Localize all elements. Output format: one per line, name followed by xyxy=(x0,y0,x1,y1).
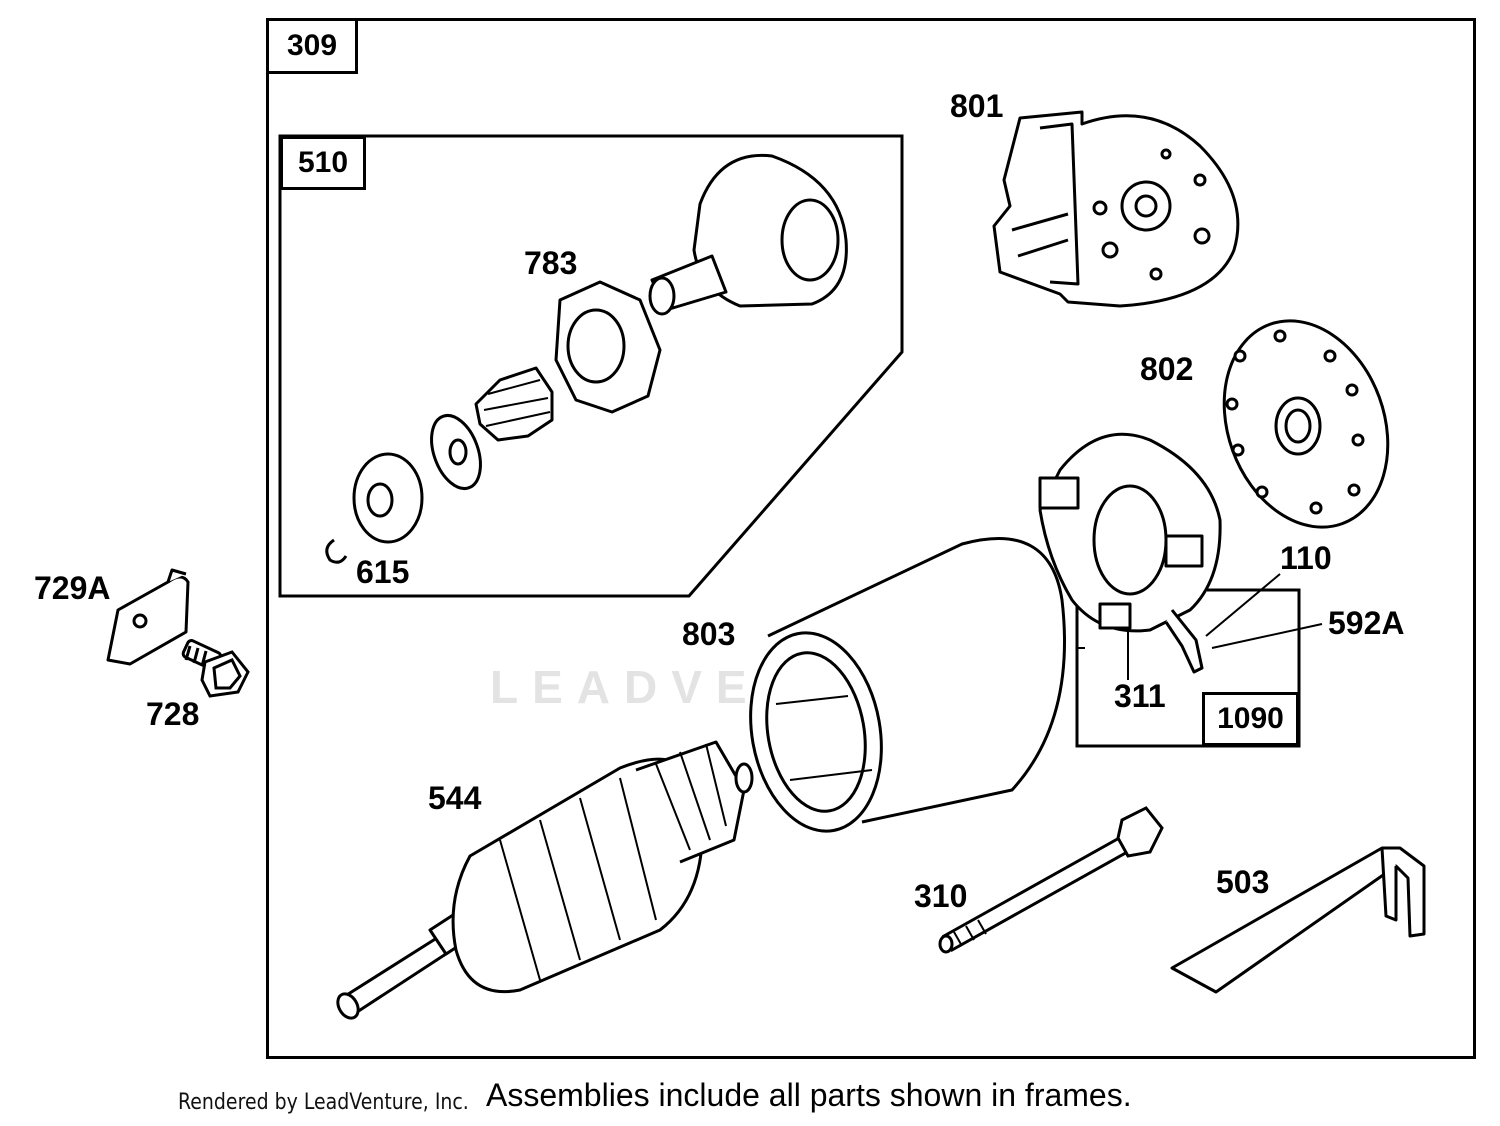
assembly-frame-510 xyxy=(278,134,904,598)
part-label-544: 544 xyxy=(428,780,482,816)
through-bolt-310-drawing xyxy=(938,806,1164,954)
part-label-310: 310 xyxy=(914,878,968,914)
drive-510-drawing xyxy=(325,153,848,564)
part-label-801: 801 xyxy=(950,88,1004,124)
housing-803-drawing xyxy=(749,536,1066,833)
part-label-803: 803 xyxy=(682,616,736,652)
part-label-615: 615 xyxy=(356,554,410,590)
assembly-tag-510: 510 xyxy=(280,136,366,190)
part-label-783: 783 xyxy=(524,245,578,281)
plate-802-drawing xyxy=(1222,319,1390,529)
brush-holder-311-drawing xyxy=(1038,432,1222,680)
part-label-503: 503 xyxy=(1216,864,1270,900)
end-plate-801-drawing xyxy=(992,110,1240,308)
part-label-592A: 592A xyxy=(1328,605,1405,641)
bolt-728-drawing xyxy=(181,639,250,698)
bracket-729A-drawing xyxy=(106,568,190,666)
assembly-frame-1090 xyxy=(1075,588,1301,748)
strap-503-drawing xyxy=(1170,846,1426,994)
assembly-tag-1090: 1090 xyxy=(1202,692,1299,746)
part-label-728: 728 xyxy=(146,696,200,732)
assembly-frame-309 xyxy=(266,18,1476,1059)
assembly-tag-309: 309 xyxy=(266,18,358,74)
part-label-729A: 729A xyxy=(34,570,111,606)
part-label-110: 110 xyxy=(1280,540,1332,576)
part-label-311: 311 xyxy=(1114,678,1166,714)
assemblies-note: Assemblies include all parts shown in fr… xyxy=(486,1077,1132,1113)
part-label-802: 802 xyxy=(1140,351,1194,387)
armature-544-drawing xyxy=(336,740,754,1020)
render-credit: Rendered by LeadVenture, Inc. xyxy=(178,1090,469,1115)
